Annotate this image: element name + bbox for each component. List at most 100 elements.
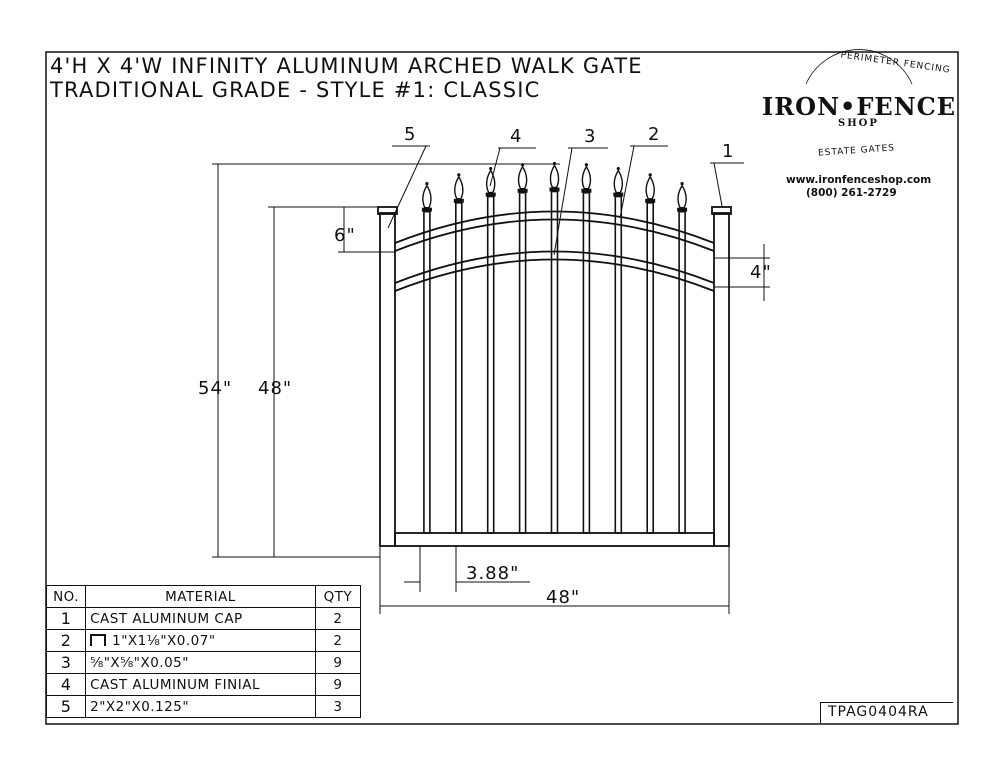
bom-qty: 2 bbox=[314, 607, 362, 630]
finial-tip bbox=[616, 166, 620, 171]
left-post bbox=[379, 212, 396, 547]
logo-sub: SHOP bbox=[838, 118, 879, 129]
dim-label-picket-spacing: 3.88" bbox=[466, 563, 520, 584]
top-rail-outer bbox=[394, 210, 715, 244]
finial-collar bbox=[645, 198, 656, 203]
callout-1-leader bbox=[713, 162, 723, 207]
bom-qty: 9 bbox=[314, 651, 362, 674]
picket bbox=[423, 210, 431, 534]
callout-4: 4 bbox=[510, 126, 522, 147]
bom-header-qty: QTY bbox=[314, 585, 362, 608]
bom-row: 3 ⅝"X⅝"X0.05" 9 bbox=[45, 651, 362, 674]
bom-row: 5 2"X2"X0.125" 3 bbox=[45, 695, 362, 718]
dim-label-top-rail-offset: 6" bbox=[334, 225, 356, 246]
second-rail-inner bbox=[394, 258, 715, 292]
bom-row: 4 CAST ALUMINUM FINIAL 9 bbox=[45, 673, 362, 696]
drawing-number-box bbox=[820, 702, 953, 723]
sheet-border bbox=[45, 51, 959, 725]
callout-2-leader bbox=[619, 145, 635, 219]
picket bbox=[550, 190, 559, 534]
bom-header-material: MATERIAL bbox=[85, 585, 316, 608]
callout-leaders bbox=[387, 145, 744, 256]
finial-tip bbox=[457, 173, 461, 177]
finial-collar bbox=[421, 207, 432, 212]
logo-arc-top bbox=[805, 49, 913, 85]
finial-tip bbox=[680, 182, 684, 186]
finial-collar bbox=[517, 188, 528, 193]
channel-icon bbox=[90, 633, 107, 646]
website-link[interactable]: www.ironfenceshop.com bbox=[786, 174, 932, 186]
dim-label-total-height: 54" bbox=[198, 378, 233, 399]
finial bbox=[485, 169, 496, 194]
bom-no: 1 bbox=[45, 607, 87, 630]
picket bbox=[678, 210, 686, 534]
finial-tip bbox=[489, 166, 493, 171]
finial-collar bbox=[453, 198, 464, 203]
dim-label-gate-height: 48" bbox=[258, 378, 293, 399]
picket bbox=[518, 191, 527, 534]
finial-collar bbox=[677, 207, 688, 212]
finial-collar bbox=[581, 188, 592, 193]
finial bbox=[422, 184, 432, 209]
finial bbox=[677, 184, 687, 209]
bill-of-materials: NO. MATERIAL QTY 1 CAST ALUMINUM CAP 2 2… bbox=[45, 585, 362, 718]
finial-tip bbox=[584, 163, 589, 167]
bom-material-cell: 1"X1⅛"X0.07" bbox=[85, 629, 316, 652]
bom-qty: 2 bbox=[314, 629, 362, 652]
bom-material: 1"X1⅛"X0.07" bbox=[112, 632, 216, 649]
bom-no: 4 bbox=[45, 673, 87, 696]
bom-row: 2 1"X1⅛"X0.07" 2 bbox=[45, 629, 362, 652]
picket bbox=[582, 191, 591, 534]
finial bbox=[454, 175, 464, 200]
finial bbox=[613, 169, 624, 194]
picket bbox=[486, 195, 495, 534]
drawing-number: TPAG0404RA bbox=[828, 704, 929, 720]
bom-qty: 9 bbox=[314, 673, 362, 696]
finial bbox=[549, 164, 560, 189]
bom-material: ⅝"X⅝"X0.05" bbox=[85, 651, 316, 674]
callout-5: 5 bbox=[404, 124, 416, 145]
phone-number: (800) 261-2729 bbox=[806, 187, 897, 199]
finial-tip bbox=[648, 173, 652, 177]
dimension-lines bbox=[212, 163, 770, 614]
finial-collar bbox=[549, 187, 560, 192]
dim-label-gate-width: 48" bbox=[546, 587, 581, 608]
finial-tip bbox=[425, 182, 429, 186]
right-post-cap bbox=[711, 206, 732, 215]
bom-row: 1 CAST ALUMINUM CAP 2 bbox=[45, 607, 362, 630]
bom-header-no: NO. bbox=[45, 585, 87, 608]
dim-label-rail-spacing: 4" bbox=[750, 262, 772, 283]
bom-header-row: NO. MATERIAL QTY bbox=[45, 585, 362, 608]
finial bbox=[581, 165, 592, 190]
bom-material: CAST ALUMINUM CAP bbox=[85, 607, 316, 630]
second-rail-outer bbox=[394, 250, 715, 284]
bom-material: 2"X2"X0.125" bbox=[85, 695, 316, 718]
finial-collar bbox=[613, 192, 624, 197]
callout-1: 1 bbox=[722, 141, 734, 162]
drawing-subtitle: TRADITIONAL GRADE - STYLE #1: CLASSIC bbox=[50, 78, 541, 102]
top-rail-inner bbox=[394, 218, 715, 252]
finial bbox=[645, 175, 655, 200]
bom-material: CAST ALUMINUM FINIAL bbox=[85, 673, 316, 696]
bom-no: 2 bbox=[45, 629, 87, 652]
bom-qty: 3 bbox=[314, 695, 362, 718]
bom-no: 5 bbox=[45, 695, 87, 718]
gate-drawing bbox=[377, 206, 732, 547]
bom-no: 3 bbox=[45, 651, 87, 674]
callout-5-leader bbox=[387, 145, 427, 229]
right-post bbox=[713, 212, 730, 547]
drawing-title: 4'H X 4'W INFINITY ALUMINUM ARCHED WALK … bbox=[50, 54, 643, 78]
picket bbox=[454, 202, 463, 534]
callout-3: 3 bbox=[584, 126, 596, 147]
left-post-cap bbox=[377, 206, 398, 215]
callout-3-leader bbox=[553, 147, 573, 256]
callout-2: 2 bbox=[648, 124, 660, 145]
picket bbox=[614, 195, 623, 534]
logo-brand: IRON•FENCE bbox=[762, 92, 957, 121]
callout-4-leader bbox=[489, 147, 501, 187]
finial-collar bbox=[485, 192, 496, 197]
bottom-rail bbox=[394, 532, 715, 547]
picket bbox=[646, 202, 655, 534]
picket-group bbox=[421, 161, 688, 534]
